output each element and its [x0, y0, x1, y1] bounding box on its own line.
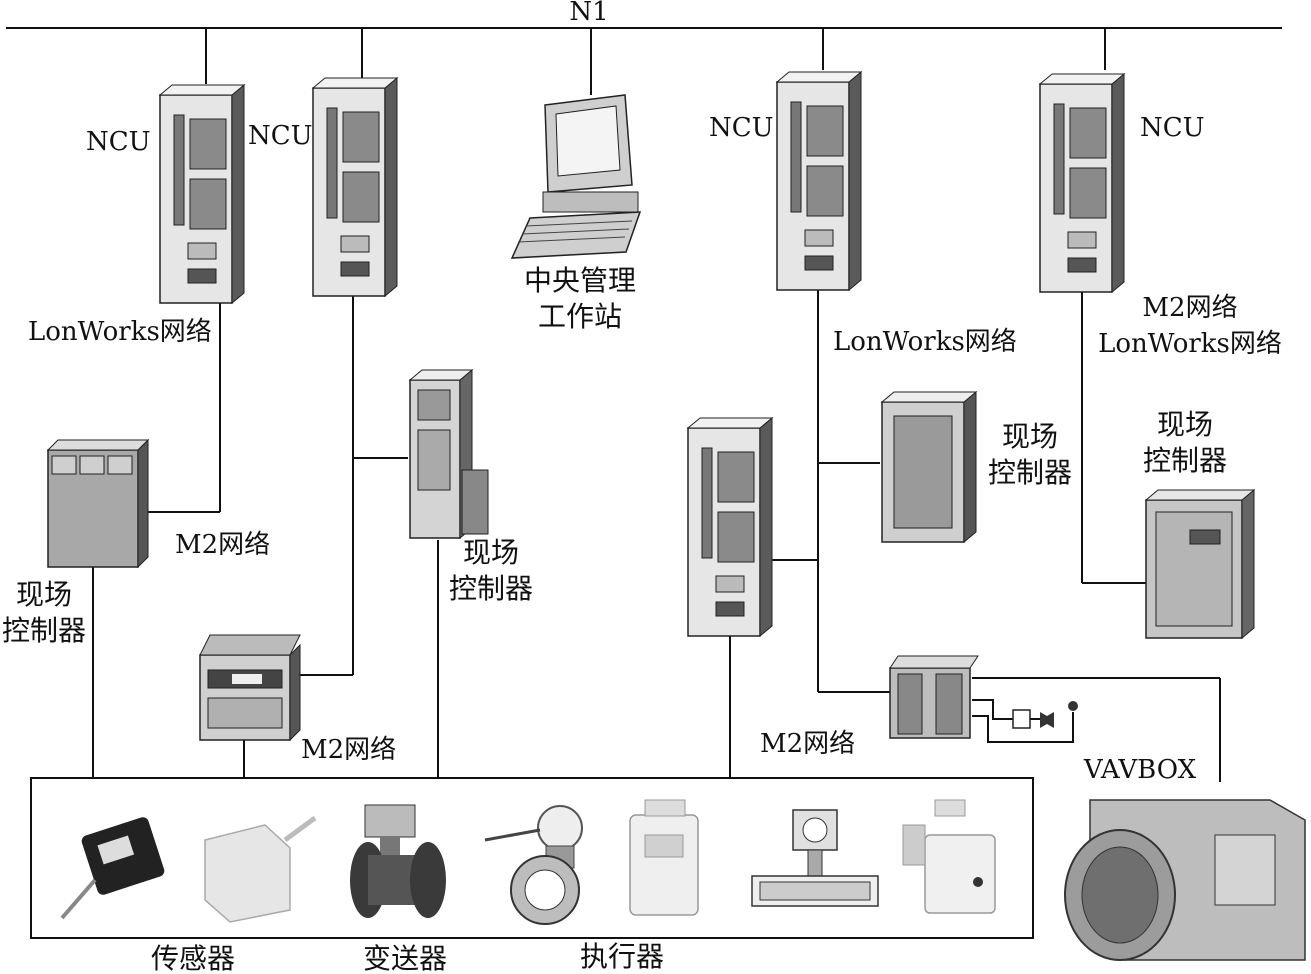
lonworks-label-right: LonWorks网络 — [833, 327, 1017, 357]
lonworks-label-left: LonWorks网络 — [28, 317, 212, 347]
workstation-label-line1: 中央管理 — [524, 264, 636, 297]
field-controller-right-panel — [1144, 488, 1256, 640]
connection-lines — [6, 27, 1282, 939]
bus-label-n1: N1 — [569, 0, 608, 27]
ncu-cabinet-1 — [159, 84, 245, 304]
ncu-cabinet-2 — [312, 77, 398, 297]
ncu-cabinet-4 — [1039, 73, 1125, 293]
vav-controller — [889, 655, 979, 739]
m2-label-center: M2网络 — [301, 735, 396, 765]
valve-actuator-icon — [1012, 701, 1078, 729]
sensor-device-2-icon — [204, 815, 317, 923]
actuator-label: 执行器 — [580, 940, 664, 973]
field-controller-label-far-right-line1: 现场 — [1157, 408, 1213, 441]
ncu-cabinet-3 — [776, 71, 862, 291]
controller-cabinet-mid-right — [687, 417, 773, 637]
ncu-label-2: NCU — [248, 121, 313, 151]
field-controller-label-left-line1: 现场 — [16, 578, 72, 611]
transmitter-valve-icon — [350, 804, 446, 918]
m2-lonworks-label-line1: M2网络 — [1142, 293, 1237, 323]
field-controller-label-mid-right-line1: 现场 — [1002, 420, 1058, 453]
actuator-device-1-icon — [629, 799, 699, 916]
m2-controller-small — [199, 634, 301, 742]
field-controller-right-middle — [880, 390, 978, 544]
workstation-label-line2: 工作站 — [538, 300, 622, 333]
field-controller-label-center-line1: 现场 — [463, 536, 519, 569]
field-controller-tower-center — [408, 368, 489, 540]
transmitter-label: 变送器 — [363, 942, 447, 974]
actuator-device-3-icon — [902, 799, 996, 914]
ncu-label-4: NCU — [1140, 113, 1205, 143]
field-controller-label-mid-right-line2: 控制器 — [988, 456, 1072, 489]
field-controller-label-center-line2: 控制器 — [449, 572, 533, 605]
vavbox-image — [1064, 799, 1306, 961]
ncu-label-1: NCU — [86, 127, 151, 157]
vavbox-label: VAVBOX — [1083, 755, 1197, 785]
field-controller-label-left-line2: 控制器 — [2, 614, 86, 647]
sensor-label: 传感器 — [151, 942, 235, 974]
sensor-device-1-icon — [60, 817, 165, 920]
m2-lonworks-label-line2: LonWorks网络 — [1098, 329, 1282, 359]
flowmeter-icon — [484, 805, 583, 925]
ncu-label-3: NCU — [709, 113, 774, 143]
actuator-device-2-icon — [751, 809, 879, 907]
field-controller-label-far-right-line2: 控制器 — [1143, 444, 1227, 477]
field-controller-panel-left — [46, 438, 150, 569]
workstation-computer-icon — [510, 94, 642, 259]
m2-label-left: M2网络 — [175, 530, 270, 560]
m2-label-right: M2网络 — [760, 729, 855, 759]
